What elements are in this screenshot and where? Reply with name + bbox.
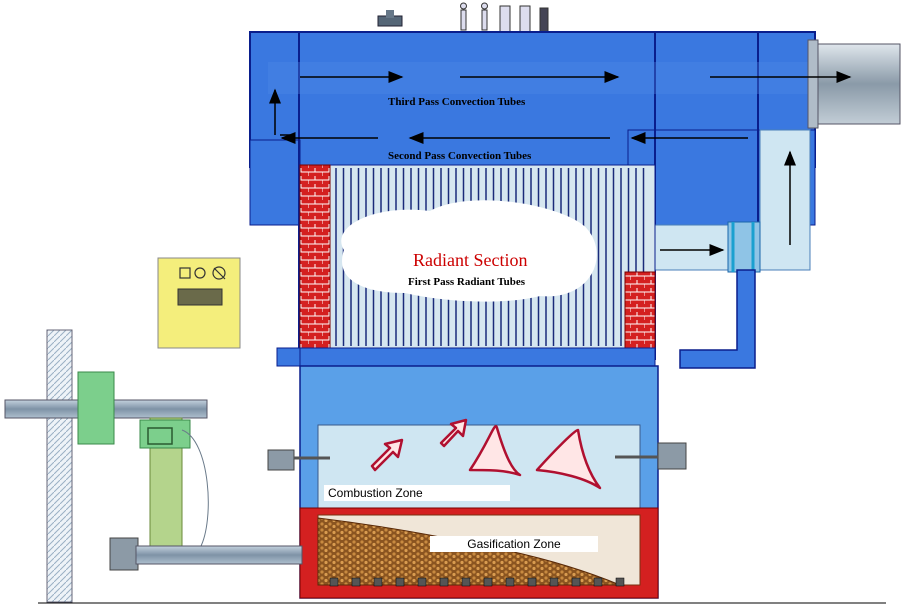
grate-bar (329, 577, 339, 587)
grate-bar (395, 577, 405, 587)
furnace-nozzle-right (615, 442, 687, 470)
boiler-base-left (276, 347, 301, 367)
grate-bar (505, 577, 515, 587)
grate-bar (615, 577, 625, 587)
grate-bar (439, 577, 449, 587)
third-pass-label: Third Pass Convection Tubes (388, 96, 526, 108)
grate-bar (593, 577, 603, 587)
grate-bar (571, 577, 581, 587)
exhaust-stack (807, 39, 901, 129)
grate-bar (527, 577, 537, 587)
gasification-zone-label: Gasification Zone (430, 536, 598, 552)
furnace (299, 365, 659, 599)
grate-bar (373, 577, 383, 587)
grate-bar (351, 577, 361, 587)
top-fittings (377, 2, 549, 33)
feeder-assembly (4, 329, 303, 603)
grate-bar (417, 577, 427, 587)
grate-bar (549, 577, 559, 587)
grate-bar (461, 577, 471, 587)
first-pass-label: First Pass Radiant Tubes (408, 276, 526, 288)
grate-bar (483, 577, 493, 587)
radiant-tube-bank (299, 164, 656, 349)
flow-arrows (269, 71, 852, 256)
control-panel (157, 257, 241, 349)
second-pass-label: Second Pass Convection Tubes (388, 150, 532, 162)
combustion-zone-label: Combustion Zone (324, 485, 510, 501)
furnace-nozzle-left (267, 449, 330, 471)
boiler-base (299, 347, 656, 367)
radiant-section-label: Radiant Section (413, 250, 528, 270)
combustion-flames (370, 418, 602, 490)
